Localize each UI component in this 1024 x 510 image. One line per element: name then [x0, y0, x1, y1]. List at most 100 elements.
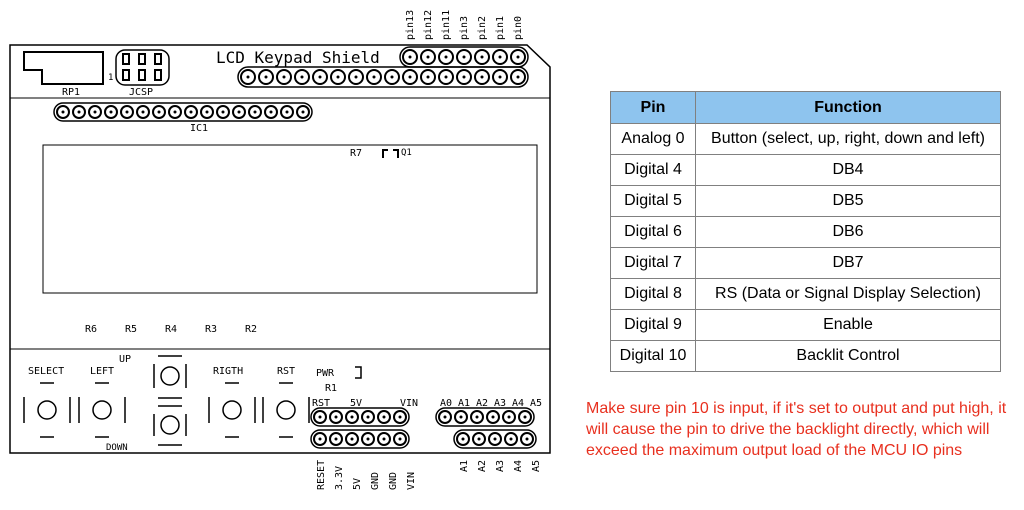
header-pin-hole	[461, 437, 465, 441]
table-row: Digital 9 Enable	[610, 309, 1001, 341]
header-pin-hole	[336, 75, 340, 79]
power-pin-label: 5V	[352, 478, 363, 490]
header-pin-hole	[269, 110, 273, 114]
header-pin	[120, 105, 134, 119]
r1-label: R1	[325, 383, 337, 394]
header-pin-hole	[491, 415, 495, 419]
jcsp-label: JCSP	[129, 87, 153, 98]
r2-label: R2	[245, 324, 257, 335]
header-pin-hole	[125, 110, 129, 114]
top-pin-label: pin2	[477, 16, 488, 40]
header-pin	[366, 69, 382, 85]
table-row: Digital 5 DB5	[610, 185, 1001, 217]
header-pin	[361, 432, 375, 446]
header-pin-hole	[350, 415, 354, 419]
power-pin-label: RESET	[316, 460, 327, 490]
table-header-row: Pin Function	[610, 91, 1001, 124]
header-pin-hole	[516, 55, 520, 59]
header-pin-hole	[475, 415, 479, 419]
header-pin-hole	[334, 415, 338, 419]
analog-pin-labels: A1 A2 A3 A4 A5	[459, 460, 542, 472]
header-pin-hole	[334, 437, 338, 441]
table-row: Digital 7 DB7	[610, 247, 1001, 279]
function-column-header: Function	[695, 91, 1001, 124]
header-pin	[152, 105, 166, 119]
header-pin-hole	[426, 75, 430, 79]
header-pin-hole	[525, 437, 529, 441]
top-pin-labels: pin13 pin12 pin11 pin3 pin2 pin1 pin0	[405, 10, 524, 40]
header-pin	[72, 105, 86, 119]
keypad-shield-diagram: RP1 1 JCSP LCD Keypad Shield pin13 pin12…	[9, 10, 551, 490]
header-pin	[168, 105, 182, 119]
jcsp-header	[115, 49, 170, 86]
power-pin-label: 3.3V	[334, 466, 345, 490]
header-pin-hole	[189, 110, 193, 114]
header-pin-hole	[350, 437, 354, 441]
header-pin	[504, 432, 518, 446]
rst-button[interactable]	[262, 382, 310, 438]
header-pin	[492, 69, 508, 85]
analog-header-label: A4	[512, 398, 524, 409]
header-pin-hole	[480, 75, 484, 79]
power-pin-label: VIN	[406, 472, 417, 490]
ic1-label: IC1	[190, 123, 208, 134]
rp1-label: RP1	[62, 87, 80, 98]
header-pin-hole	[173, 110, 177, 114]
table-row: Digital 10 Backlit Control	[610, 340, 1001, 372]
rst-label: RST	[277, 366, 295, 377]
header-pin	[402, 49, 418, 65]
header-pin	[474, 69, 490, 85]
header-pin-hole	[366, 415, 370, 419]
header-pin	[56, 105, 70, 119]
header-pin	[456, 432, 470, 446]
header-pin-hole	[382, 437, 386, 441]
header-pin-hole	[516, 75, 520, 79]
header-pin	[456, 49, 472, 65]
r3-label: R3	[205, 324, 217, 335]
top-pin-label: pin0	[513, 16, 524, 40]
header-pin	[384, 69, 400, 85]
header-pin	[232, 105, 246, 119]
header-pin-hole	[141, 110, 145, 114]
header-pin	[402, 69, 418, 85]
pwr-label: PWR	[316, 368, 335, 379]
digital-header-row2	[237, 66, 529, 88]
analog-header-label: A5	[530, 398, 542, 409]
header-pin	[280, 105, 294, 119]
header-pin-hole	[459, 415, 463, 419]
header-pin-hole	[443, 415, 447, 419]
header-pin	[438, 69, 454, 85]
header-pin-hole	[398, 415, 402, 419]
analog-header-label: A2	[476, 398, 488, 409]
header-pin-hole	[390, 75, 394, 79]
table-row: Digital 6 DB6	[610, 216, 1001, 248]
function-cell: Enable	[695, 309, 1001, 341]
q1-symbol	[382, 149, 399, 158]
r6-label: R6	[85, 324, 97, 335]
header-pin-hole	[264, 75, 268, 79]
pin-cell: Digital 6	[610, 216, 696, 248]
header-pin-hole	[318, 75, 322, 79]
header-pin-hole	[157, 110, 161, 114]
down-button[interactable]	[153, 405, 187, 446]
header-pin-hole	[253, 110, 257, 114]
power-pin-label: GND	[388, 472, 399, 490]
header-outline	[310, 429, 410, 449]
left-label: LEFT	[90, 366, 114, 377]
select-button[interactable]	[23, 382, 71, 438]
power-header-row2	[310, 429, 410, 449]
pin-cell: Digital 8	[610, 278, 696, 310]
header-pin	[454, 410, 468, 424]
r5-label: R5	[125, 324, 137, 335]
power-pin-labels: RESET 3.3V 5V GND GND VIN	[316, 460, 417, 490]
power-pin-label: GND	[370, 472, 381, 490]
header-pin	[438, 49, 454, 65]
right-button[interactable]	[208, 382, 256, 438]
up-button[interactable]	[153, 355, 187, 399]
function-cell: Backlit Control	[695, 340, 1001, 372]
left-button[interactable]	[78, 382, 126, 438]
function-cell: DB4	[695, 154, 1001, 186]
header-pin	[312, 69, 328, 85]
header-pin-hole	[477, 437, 481, 441]
digital-header-row1	[399, 46, 529, 68]
